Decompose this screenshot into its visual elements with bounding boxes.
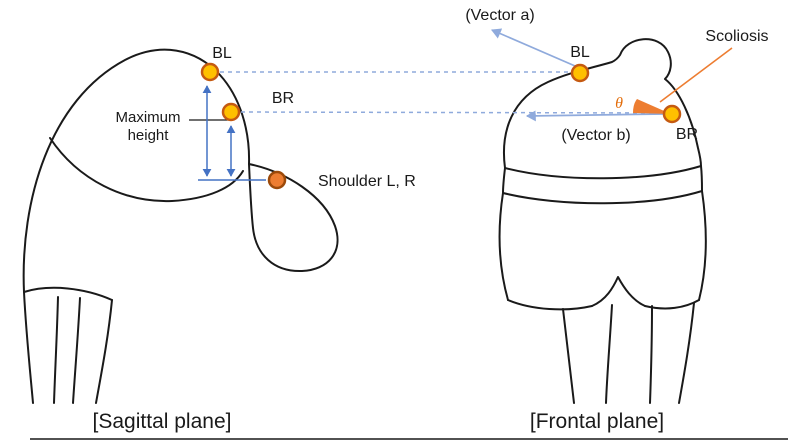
frontal-leg-line [562,308,575,404]
sagittal-figure [22,48,339,404]
sagittal-leg-line [72,297,81,404]
frontal-waist-side-left [502,167,506,194]
vector-b-arrow [525,110,664,122]
vector-a-label: (Vector a) [465,7,534,24]
max-height-label-line1: Maximum [115,109,180,126]
frontal-caption: [Frontal plane] [530,410,664,433]
frontal-figure [498,38,707,404]
theta-label: θ [615,95,623,112]
shoulder-marker-sagittal [267,170,287,190]
sagittal-caption: [Sagittal plane] [93,410,232,433]
bl-marker-frontal [570,63,590,83]
sagittal-leg-line [95,299,113,404]
frontal-crotch-line [591,276,646,307]
frontal-leg-line [605,304,613,404]
frontal-back-head-outline [503,38,702,169]
theta-angle-wedge [633,99,671,114]
vector-b-label: (Vector b) [561,127,630,144]
sagittal-leg-line [23,291,34,404]
sagittal-back-outline [22,48,251,293]
br-marker-frontal [662,104,682,124]
sagittal-chest-arm-line [49,137,244,203]
max-height-label-line2: height [128,127,170,144]
frontal-shorts-left [498,192,509,301]
frontal-shorts-right [698,190,707,301]
frontal-leg-line [649,305,653,404]
bl-marker-sagittal [200,62,220,82]
landmark-markers [200,62,682,190]
bl-label-sagittal: BL [212,45,232,62]
sagittal-leg-line [53,296,59,404]
br-marker-sagittal [221,102,241,122]
frontal-shorts-hem-left [507,299,593,311]
sagittal-hip-line [23,286,113,301]
frontal-hem-upper [504,165,702,180]
scoliosis-leader-line [659,47,733,103]
frontal-hem-lower [502,190,703,205]
frontal-shorts-hem-right [644,299,700,310]
bl-label-frontal: BL [570,44,590,61]
frontal-waist-side-right [700,165,703,192]
vector-a-arrow [490,28,583,70]
br-correspondence-dashed-line [240,111,663,114]
frontal-leg-line [678,302,695,404]
sagittal-head-outline [248,163,339,273]
text-layer: BL BR Maximum height Shoulder L, R [Sagi… [93,7,769,433]
br-label-sagittal: BR [272,90,294,107]
scoliosis-label: Scoliosis [705,28,768,45]
annotation-layer [220,28,733,122]
br-label-frontal: BR [676,126,698,143]
shoulder-label: Shoulder L, R [318,173,416,190]
